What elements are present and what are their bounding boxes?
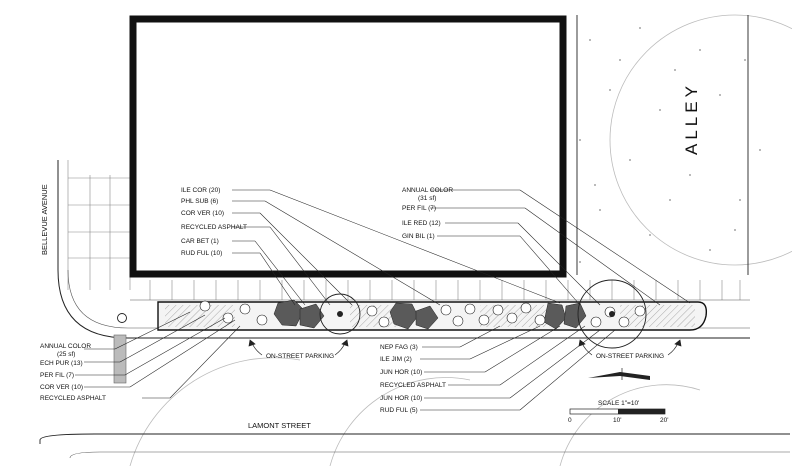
callout-per-fil-2: PER FIL (7) <box>40 372 74 379</box>
sign-post <box>113 334 127 384</box>
callout-annual-color-area: (31 sf) <box>418 195 436 202</box>
parking-label-left: ON-STREET PARKING <box>266 353 334 360</box>
callout-cor-ver-2: COR VER (10) <box>40 384 83 391</box>
parking-arrows <box>248 339 682 356</box>
callout-rud-ful-2: RUD FUL (5) <box>380 407 418 414</box>
parking-label-right: ON-STREET PARKING <box>596 353 664 360</box>
callout-recycled-asphalt-2: RECYCLED ASPHALT <box>40 395 106 402</box>
callout-per-fil: PER FIL (7) <box>402 205 436 212</box>
alley-stipple <box>579 27 761 263</box>
sidewalk-cells <box>149 280 741 300</box>
callout-car-bet: CAR BET (1) <box>181 238 219 245</box>
callout-nep-fag: NEP FAG (3) <box>380 344 418 351</box>
building-footprint <box>129 15 567 278</box>
bellevue-avenue-label: BELLEVUE AVENUE <box>40 184 49 255</box>
callout-jun-hor-2: JUN HOR (10) <box>380 395 422 402</box>
callout-phl-sub: PHL SUB (6) <box>181 198 218 205</box>
callout-annual-color-area-2: (25 sf) <box>57 351 75 358</box>
planting-bed <box>157 279 708 349</box>
callout-ech-pur: ECH PUR (13) <box>40 360 83 367</box>
scale-bar: SCALE 1"=10' 0 10' 20' <box>568 400 668 424</box>
leader-lines <box>75 189 691 411</box>
scale-tick-20: 20' <box>660 417 668 424</box>
callout-jun-hor: JUN HOR (10) <box>380 369 422 376</box>
callout-annual-color-title: ANNUAL COLOR <box>402 187 453 194</box>
callout-ile-jim: ILE JIM (2) <box>380 356 412 363</box>
tree-canopies <box>129 14 792 466</box>
callout-gin-bil: GIN BIL (1) <box>402 233 435 240</box>
callout-annual-color-title-2: ANNUAL COLOR <box>40 343 91 350</box>
callout-ile-red: ILE RED (12) <box>402 220 441 227</box>
scale-label: SCALE 1"=10' <box>598 400 639 407</box>
scale-tick-10: 10' <box>613 417 621 424</box>
lamont-street-label: LAMONT STREET <box>248 421 311 430</box>
callout-recycled-asphalt-3: RECYCLED ASPHALT <box>380 382 446 389</box>
alley-label: ALLEY <box>682 82 701 155</box>
scale-tick-0: 0 <box>568 417 572 424</box>
callout-cor-ver: COR VER (10) <box>181 210 224 217</box>
callout-rud-ful: RUD FUL (10) <box>181 250 222 257</box>
callout-recycled-asphalt: RECYCLED ASPHALT <box>181 224 247 231</box>
sidewalk-grid <box>67 160 131 290</box>
north-arrow-icon <box>588 368 650 380</box>
callout-ile-cor: ILE COR (20) <box>181 187 220 194</box>
